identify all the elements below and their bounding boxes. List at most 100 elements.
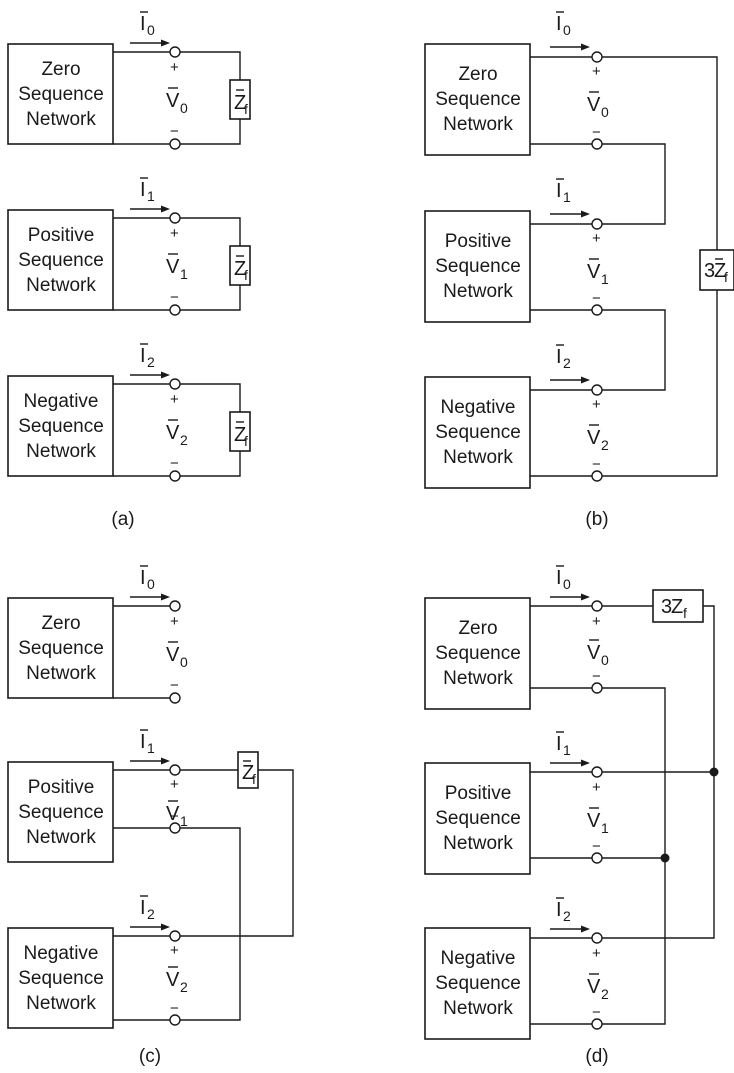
negative-sequence-network: Negative Sequence Network I 2 + V 2 − xyxy=(424,897,609,1040)
impedance-symbol: Z xyxy=(234,424,246,446)
impedance-symbol: Z xyxy=(671,596,683,618)
impedance-subscript: f xyxy=(252,771,256,787)
plus-sign: + xyxy=(170,776,179,793)
current-subscript: 0 xyxy=(563,576,571,592)
positive-terminal xyxy=(169,212,181,224)
network-name-line: Network xyxy=(26,663,96,684)
current-subscript: 1 xyxy=(563,189,571,205)
zero-sequence-network: Zero Sequence Network I 0 + V 0 − xyxy=(424,565,609,710)
minus-sign: − xyxy=(170,289,179,306)
impedance-symbol: Z xyxy=(234,258,246,280)
current-label: I xyxy=(556,346,562,368)
minus-sign: − xyxy=(170,808,179,825)
negative-sequence-network: Negative Sequence Network I 2 + V 2 − xyxy=(424,344,609,489)
negative-terminal xyxy=(169,304,181,316)
connection-wire xyxy=(180,769,294,937)
positive-terminal xyxy=(169,378,181,390)
network-name-line: Sequence xyxy=(18,638,104,659)
network-name-line: Sequence xyxy=(435,89,521,110)
minus-sign: − xyxy=(592,838,601,855)
network-name-line: Negative xyxy=(441,948,516,969)
plus-sign: + xyxy=(592,613,601,630)
positive-terminal xyxy=(591,932,603,944)
voltage-subscript: 0 xyxy=(601,104,609,120)
voltage-subscript: 2 xyxy=(601,437,609,453)
voltage-subscript: 1 xyxy=(180,266,188,282)
current-label: I xyxy=(556,733,562,755)
voltage-label: V xyxy=(587,427,601,449)
minus-sign: − xyxy=(592,456,601,473)
positive-terminal xyxy=(591,218,603,230)
positive-terminal xyxy=(591,51,603,63)
network-name-line: Positive xyxy=(445,231,512,252)
network-name-line: Negative xyxy=(441,397,516,418)
panel-c: Zero Sequence Network I 0 + V 0 − Positi… xyxy=(7,565,294,1067)
voltage-label: V xyxy=(166,644,180,666)
negative-terminal xyxy=(169,692,181,704)
minus-sign: − xyxy=(592,1004,601,1021)
network-box xyxy=(424,210,531,323)
series-wire xyxy=(602,290,718,477)
current-subscript: 2 xyxy=(563,908,571,924)
voltage-label: V xyxy=(166,803,180,825)
voltage-label: V xyxy=(587,642,601,664)
current-subscript: 0 xyxy=(563,22,571,38)
impedance-subscript: f xyxy=(244,267,248,283)
series-wire xyxy=(602,56,718,250)
network-name-line: Sequence xyxy=(18,416,104,437)
current-subscript: 0 xyxy=(147,22,155,38)
junction-dot xyxy=(660,853,670,863)
voltage-label: V xyxy=(587,261,601,283)
network-name-line: Network xyxy=(443,668,513,689)
current-label: I xyxy=(140,897,146,919)
minus-sign: − xyxy=(170,455,179,472)
network-box xyxy=(424,927,531,1040)
impedance-prefix: 3 xyxy=(704,260,715,282)
plus-sign: + xyxy=(592,945,601,962)
impedance-subscript: f xyxy=(244,433,248,449)
current-subscript: 1 xyxy=(563,742,571,758)
voltage-label: V xyxy=(587,94,601,116)
voltage-subscript: 1 xyxy=(180,813,188,829)
voltage-subscript: 1 xyxy=(601,271,609,287)
current-label: I xyxy=(140,345,146,367)
network-name-line: Network xyxy=(26,109,96,130)
series-wire xyxy=(602,143,666,225)
minus-sign: − xyxy=(592,290,601,307)
network-name-line: Network xyxy=(443,281,513,302)
network-name-line: Zero xyxy=(458,64,497,85)
current-label: I xyxy=(140,731,146,753)
voltage-subscript: 2 xyxy=(180,979,188,995)
negative-terminal xyxy=(169,470,181,482)
fault-impedance-box xyxy=(229,245,251,286)
network-name-line: Network xyxy=(26,993,96,1014)
network-box xyxy=(424,43,531,156)
plus-sign: + xyxy=(592,396,601,413)
network-name-line: Sequence xyxy=(435,422,521,443)
network-name-line: Positive xyxy=(28,225,95,246)
voltage-label: V xyxy=(166,90,180,112)
minus-sign: − xyxy=(170,677,179,694)
minus-sign: − xyxy=(170,123,179,140)
network-box xyxy=(7,761,114,863)
current-label: I xyxy=(140,13,146,35)
plus-sign: + xyxy=(170,613,179,630)
voltage-label: V xyxy=(166,256,180,278)
network-name-line: Sequence xyxy=(18,84,104,105)
network-name-line: Sequence xyxy=(18,250,104,271)
positive-terminal xyxy=(169,46,181,58)
network-name-line: Sequence xyxy=(435,256,521,277)
impedance-symbol: Z xyxy=(234,92,246,114)
network-name-line: Sequence xyxy=(435,973,521,994)
network-name-line: Network xyxy=(443,447,513,468)
impedance-subscript: f xyxy=(244,101,248,117)
current-label: I xyxy=(140,567,146,589)
panel-caption: (c) xyxy=(139,1046,161,1067)
current-subscript: 1 xyxy=(147,188,155,204)
voltage-label: V xyxy=(166,422,180,444)
current-label: I xyxy=(556,899,562,921)
network-name-line: Network xyxy=(443,114,513,135)
network-name-line: Zero xyxy=(458,618,497,639)
panel-b: Zero Sequence Network I 0 + V 0 − Positi… xyxy=(424,11,734,530)
